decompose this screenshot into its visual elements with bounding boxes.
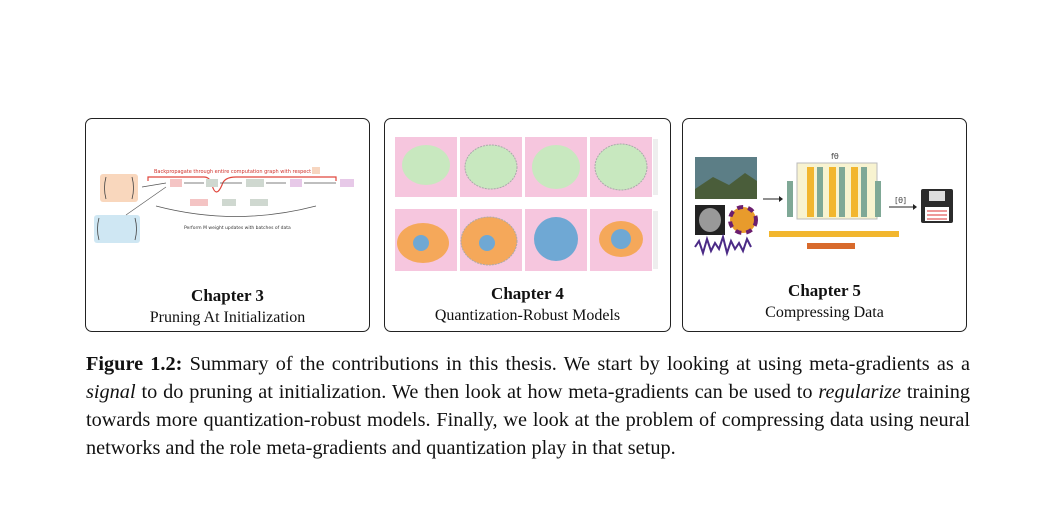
climate-globe bbox=[730, 207, 756, 233]
caption-text-3: training towards more quantization-robus… bbox=[86, 381, 970, 459]
chapter-5-title: Compressing Data bbox=[765, 304, 884, 321]
pruning-diagram: Backpropagate through entire computation… bbox=[94, 167, 354, 243]
caption-italic-signal: signal bbox=[86, 381, 136, 403]
chapter-5-heading: Chapter 5 bbox=[788, 281, 861, 300]
init-weights-matrix bbox=[100, 174, 138, 202]
model-label: fθ bbox=[831, 152, 839, 161]
pruned-weights-matrix bbox=[94, 215, 140, 243]
chapter-3-heading: Chapter 3 bbox=[191, 286, 264, 305]
chapter-3-title: Pruning At Initialization bbox=[149, 309, 306, 326]
chapter-4-heading: Chapter 4 bbox=[491, 284, 564, 303]
decision-boundary-grid bbox=[395, 137, 658, 271]
audio-waveform bbox=[694, 233, 752, 257]
caption-text-1: Summary of the contributions in this the… bbox=[182, 353, 970, 375]
caption-italic-regularize: regularize bbox=[818, 381, 902, 403]
caption-text-2: to do pruning at initialization. We then… bbox=[135, 381, 819, 403]
backprop-banner: Backpropagate through entire computation… bbox=[154, 169, 318, 175]
data-compression-diagram: fθ [θ] bbox=[694, 152, 953, 257]
loss-symbol bbox=[312, 167, 320, 174]
quantized-params-label: [θ] bbox=[895, 196, 906, 205]
figure-caption: Figure 1.2: Summary of the contributions… bbox=[86, 350, 970, 462]
floppy-disk-icon bbox=[921, 189, 953, 223]
chapter-4-panel: Chapter 4 Quantization-Robust Models bbox=[384, 118, 671, 332]
chapter-4-title: Quantization-Robust Models bbox=[434, 307, 621, 324]
chapter-3-panel: Backpropagate through entire computation… bbox=[85, 118, 370, 332]
weight-updates-note: Perform M weight updates with batches of… bbox=[184, 225, 291, 231]
chapter-5-panel: fθ [θ] Chapter 5 Compressing Data bbox=[682, 118, 967, 332]
figure-label: Figure 1.2: bbox=[86, 353, 183, 375]
